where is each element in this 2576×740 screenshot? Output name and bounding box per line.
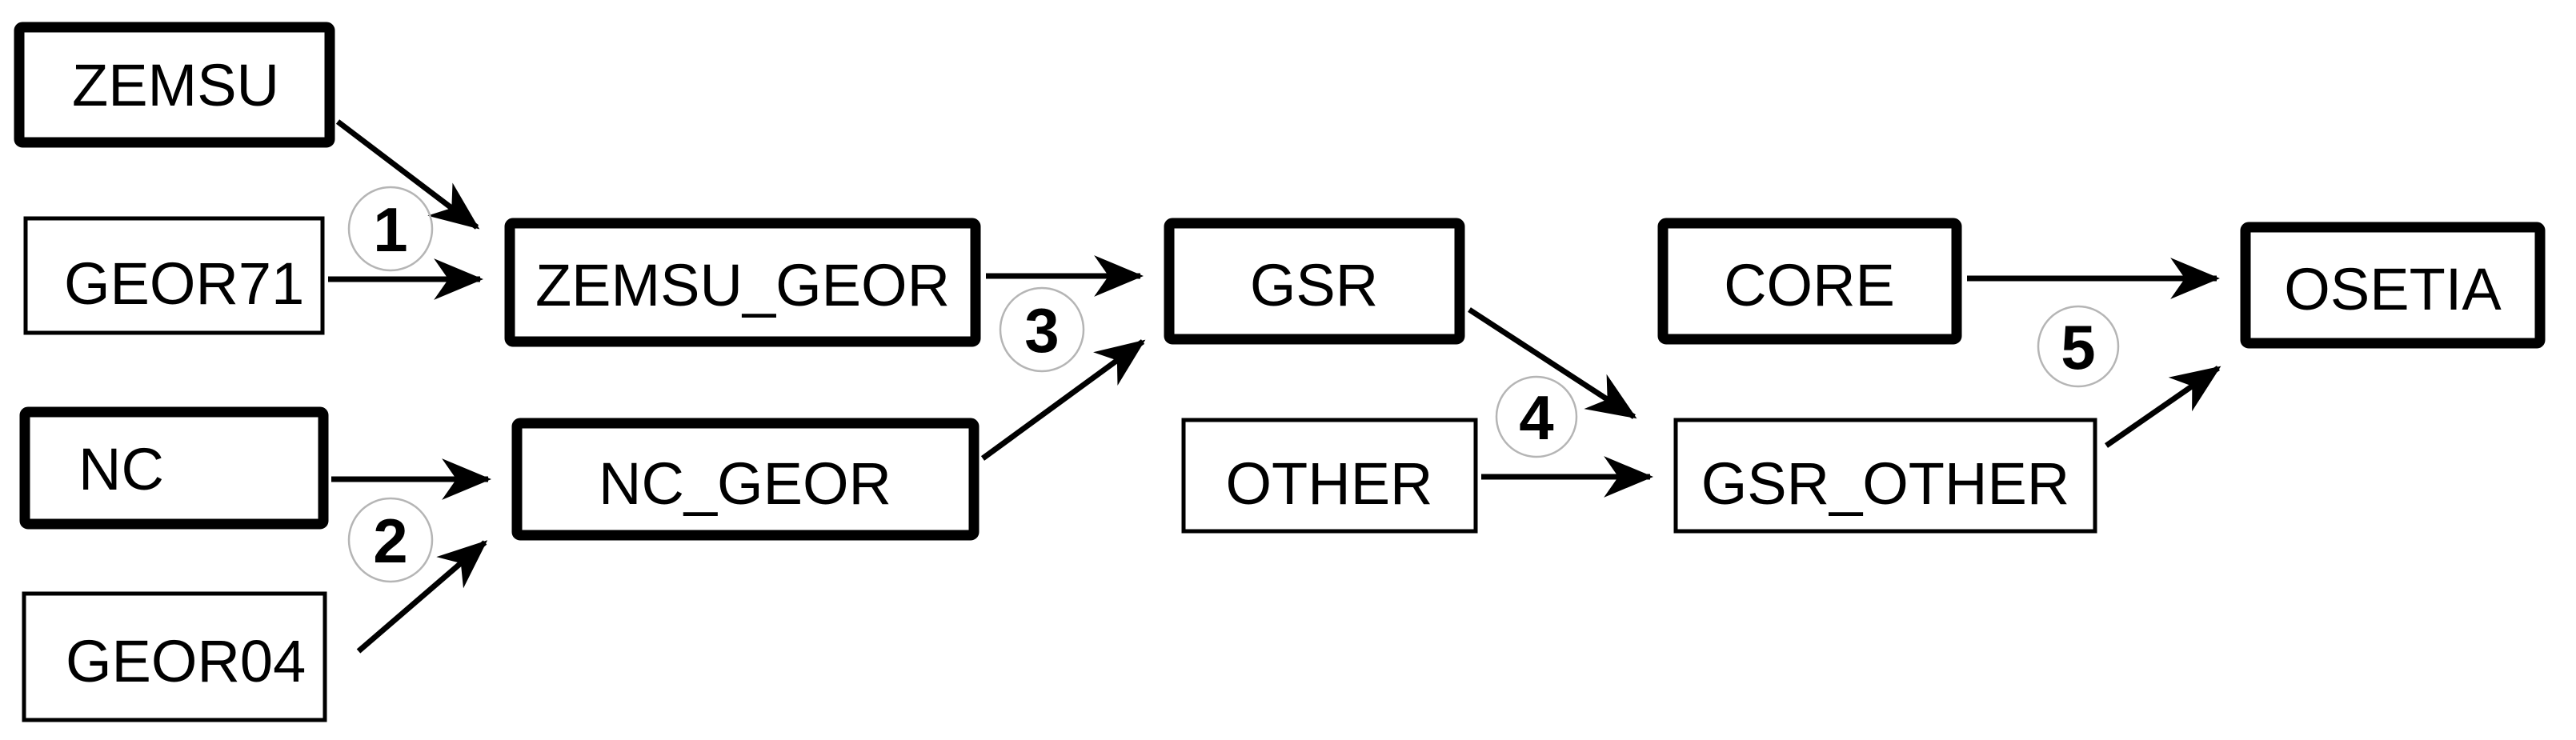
node-osetia: OSETIA <box>2240 222 2546 349</box>
step-3-number: 3 <box>1024 295 1059 366</box>
node-core-label: CORE <box>1724 252 1895 318</box>
node-geor04-box <box>22 591 327 722</box>
step-2: 2 <box>347 497 434 583</box>
node-geor71-label: GEOR71 <box>64 250 304 317</box>
node-geor04: GEOR04 <box>22 591 327 722</box>
node-core: CORE <box>1657 218 1962 345</box>
step-1-circle <box>347 186 434 272</box>
edge-gsr-other-to-osetia <box>2105 366 2221 448</box>
node-nc-geor-label: NC_GEOR <box>599 450 891 517</box>
step-3: 3 <box>999 286 1085 373</box>
step-5-circle <box>2037 305 2120 388</box>
node-nc: NC <box>19 406 329 530</box>
node-gsr: GSR <box>1164 218 1465 345</box>
step-5-number: 5 <box>2061 312 2095 382</box>
step-1-number: 1 <box>373 194 407 265</box>
edge-zemsu-to-zemsu-geor <box>335 119 480 230</box>
node-nc-geor: NC_GEOR <box>511 418 980 541</box>
node-gsr-other: GSR_OTHER <box>1673 418 2097 534</box>
node-gsr-label: GSR <box>1250 252 1378 318</box>
step-4: 4 <box>1495 375 1578 458</box>
step-2-number: 2 <box>373 506 407 576</box>
node-gsr-other-label: GSR_OTHER <box>1701 450 2070 517</box>
node-nc-box <box>19 406 329 530</box>
step-2-circle <box>347 497 434 583</box>
node-core-box <box>1657 218 1962 345</box>
step-3-circle <box>999 286 1085 373</box>
node-geor71: GEOR71 <box>23 216 325 335</box>
step-5: 5 <box>2037 305 2120 388</box>
node-other-box <box>1181 418 1478 534</box>
node-zemsu-geor-box <box>504 218 981 347</box>
node-gsr-other-box <box>1673 418 2097 534</box>
edge-nc-geor-to-gsr <box>980 339 1146 461</box>
node-zemsu: ZEMSU <box>14 22 335 148</box>
node-other-label: OTHER <box>1226 450 1433 517</box>
node-zemsu-box <box>14 22 335 148</box>
step-4-number: 4 <box>1519 382 1553 453</box>
node-nc-label: NC <box>78 436 164 502</box>
node-zemsu-geor: ZEMSU_GEOR <box>504 218 981 347</box>
node-geor71-box <box>23 216 325 335</box>
step-4-circle <box>1495 375 1578 458</box>
step-1: 1 <box>347 186 434 272</box>
edge-gsr-to-gsr-other <box>1468 307 1637 419</box>
node-zemsu-geor-label: ZEMSU_GEOR <box>535 252 950 318</box>
node-other: OTHER <box>1181 418 1478 534</box>
node-zemsu-label: ZEMSU <box>72 52 279 118</box>
node-nc-geor-box <box>511 418 980 541</box>
edge-geor04-to-nc-geor <box>356 540 488 654</box>
node-osetia-label: OSETIA <box>2284 256 2502 322</box>
node-gsr-box <box>1164 218 1465 345</box>
node-osetia-box <box>2240 222 2546 349</box>
node-geor04-label: GEOR04 <box>66 628 306 694</box>
